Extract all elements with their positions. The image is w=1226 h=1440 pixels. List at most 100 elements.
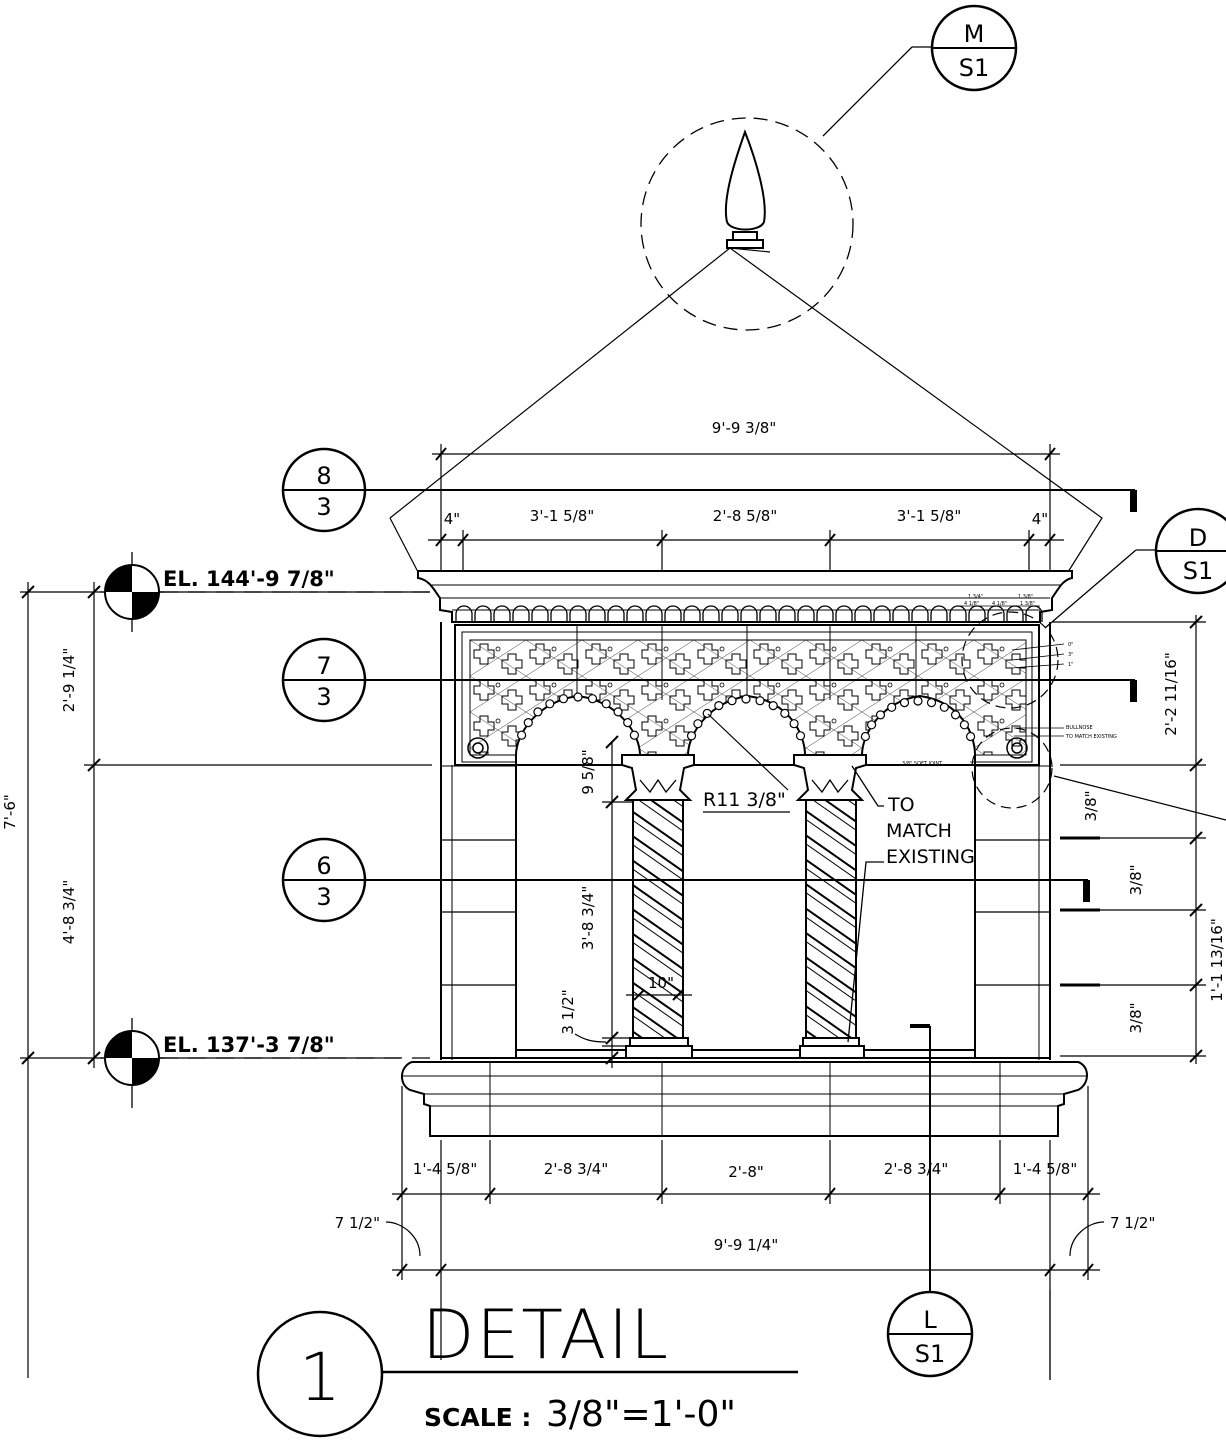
arch-scallop [959,720,970,730]
callout-m-s1[interactable]: M S1 [930,4,1018,92]
arch-scallop [741,694,751,704]
dim-left-upper: 2'-9 1/4" [60,648,78,712]
arch-scallop [875,710,886,720]
detail-title: DETAIL [422,1296,670,1375]
detail-circle-d [961,611,1059,709]
dim-bottom-overall: 9'-9 1/4" [714,1236,778,1254]
scallop [892,605,910,622]
stone-joints [441,839,1050,1059]
dim-column-capital: 9 5/8" [579,749,597,794]
scallop [778,605,796,622]
dim-top-right-end: 4" [1032,510,1048,528]
scallop [702,605,720,622]
scallop [493,605,511,622]
callout-d-bottom: S1 [1183,557,1214,585]
dim-right-joint-3: 3/8" [1127,1002,1145,1033]
arch-scallop [623,717,633,728]
elevation-marker-top [100,552,164,632]
callout-l-s1[interactable]: L S1 [886,1290,974,1378]
arch-scallop [939,702,949,712]
arch-scallop [795,731,806,741]
dim-column-diameter: 10" [648,974,674,992]
scallop [911,605,929,622]
callout-m-top: M [964,20,985,48]
note-to: TO [887,794,915,816]
tiny-dim-2: 1 3/8" [1018,594,1033,600]
scallop [930,605,948,622]
section-tag-8-3[interactable]: 8 3 [281,447,1137,533]
scallop [588,605,606,622]
column-dimensions [574,713,790,1068]
arch-scallop [558,694,569,704]
callout-l-bottom: S1 [915,1340,946,1368]
callout-d-s1[interactable]: D S1 [1154,507,1226,595]
dim-column-shaft: 3'-8 3/4" [579,886,597,950]
dim-right-partial: 1'-1 13/16" [1208,918,1226,1002]
note-to-match-existing: TO MATCH EXISTING [1065,734,1117,740]
section-tag-8-top: 8 [316,462,331,490]
scallop [759,605,777,622]
scale-label: SCALE : [424,1403,531,1432]
scallop [740,605,758,622]
scallop [721,605,739,622]
tiny-annotations [958,605,1065,763]
scallop [873,605,891,622]
dim-left-lower: 4'-8 3/4" [60,880,78,944]
tiny-dim-8: 1" [1068,662,1073,668]
sill-base [401,1061,1088,1137]
scallop [683,605,701,622]
arch-scallop [768,700,778,711]
arch-scallop [516,730,527,740]
section-tag-6-3[interactable]: 6 3 [281,837,1090,923]
arch-scallop [533,707,543,717]
arch-scallops [516,692,976,742]
dim-column-base: 3 1/2" [559,989,577,1034]
tiny-dim-4: 4 1/8" [992,601,1007,607]
spandrel-scrolls [467,737,1028,759]
section-tag-7-3[interactable]: 7 3 [281,637,1137,723]
dim-top-bay1: 3'-1 5/8" [530,507,594,525]
dim-top-overall: 9'-9 3/8" [712,419,776,437]
arch-scallop [887,702,897,712]
arch-scallop [545,699,555,709]
scallop [626,605,644,622]
callout-l-top: L [923,1306,937,1334]
detail-circle-lower [971,727,1053,809]
scallop [512,605,530,622]
detail-number: 1 [299,1339,341,1416]
scallop [797,605,815,622]
arch-scallop [965,731,976,742]
arch-scallop [523,717,533,728]
dim-bottom-offset-left: 7 1/2" [335,1214,380,1232]
section-tag-6-top: 6 [316,852,331,880]
top-dimensions [428,444,1064,570]
arch-scallop [926,697,937,708]
note-existing: EXISTING [886,846,975,868]
arch-scallop [755,696,765,706]
finial [724,129,766,249]
arch-scallop [899,697,910,708]
dim-top-bay3: 3'-1 5/8" [897,507,961,525]
note-bullnose: BULLNOSE [1066,725,1093,731]
elevation-top-label: EL. 144'-9 7/8" [163,567,335,591]
detail-title-block [256,1310,798,1438]
dim-arch-radius: R11 3/8" [703,789,786,811]
arch-scallop [913,696,923,706]
scallop [569,605,587,622]
arch-scallop [714,700,724,711]
dim-right-frieze: 2'-2 11/16" [1162,652,1180,736]
callout-m-bottom: S1 [959,54,990,82]
section-tag-7-top: 7 [316,652,331,680]
section-tag-7-bottom: 3 [316,683,331,711]
column-right [793,754,867,1059]
dim-left-overall: 7'-6" [1,794,19,830]
arch-scallop [693,719,703,729]
dim-bottom-seg4: 2'-8 3/4" [884,1160,948,1178]
dim-top-left-end: 4" [444,510,460,528]
section-tag-8-bottom: 3 [316,493,331,521]
bottom-dimensions [385,1086,1105,1380]
section-tag-6-bottom: 3 [316,883,331,911]
arch-scallop [780,708,790,719]
dim-bottom-seg1: 1'-4 5/8" [413,1160,477,1178]
